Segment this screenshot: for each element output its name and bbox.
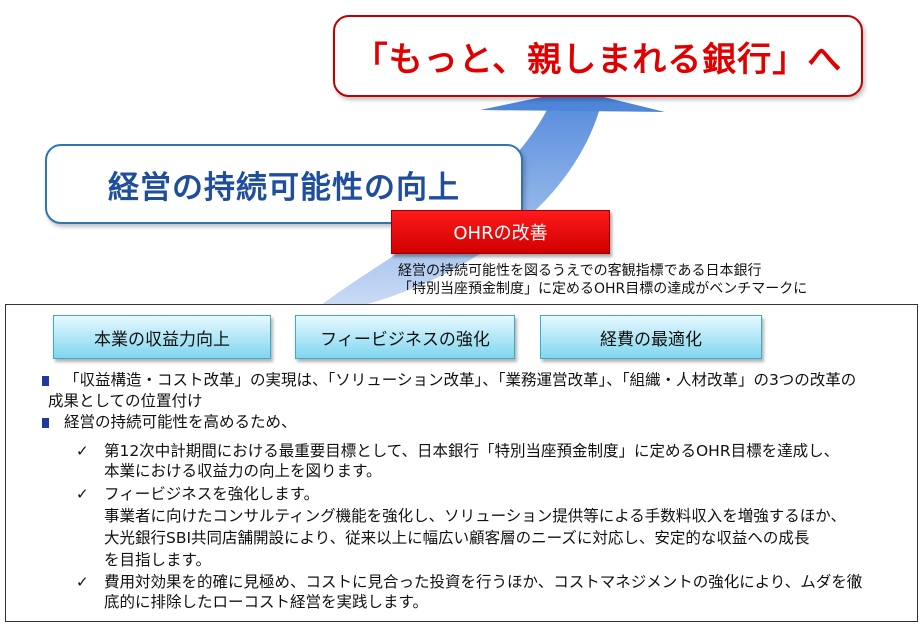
tag-fee-business: フィービジネスの強化: [295, 315, 515, 359]
growth-arrow-head: [480, 90, 665, 112]
check-item: 費用対効果を的確に見極め、コストに見合った投資を行うほか、コストマネジメントの強…: [104, 572, 914, 612]
bullet-1-line2: 成果としての位置付け: [48, 392, 203, 410]
goal-box: 「もっと、親しまれる銀行」へ: [333, 15, 863, 97]
growth-arrow-shaft: [320, 108, 600, 306]
bullet-square-icon: [42, 418, 49, 428]
check-3-line2: 底的に排除したローコスト経営を実践します。: [104, 593, 428, 611]
bullet-square-icon: [42, 376, 49, 386]
check-1-line1: 第12次中計期間における最重要目標として、日本銀行「特別当座預金制度」に定めるO…: [104, 442, 840, 460]
ohr-description: 経営の持続可能性を図るうえでの客観指標である日本銀行 「特別当座預金制度」に定め…: [398, 262, 898, 298]
tag-cost-optimization-label: 経費の最適化: [600, 329, 702, 350]
ohr-label: OHRの改善: [453, 223, 548, 244]
ohr-desc-line1: 経営の持続可能性を図るうえでの客観指標である日本銀行: [398, 263, 762, 279]
check-1-line2: 本業における収益力の向上を図ります。: [104, 462, 382, 480]
tag-core-profit-label: 本業の収益力向上: [94, 329, 230, 350]
tag-core-profit: 本業の収益力向上: [53, 315, 271, 359]
check-2-line1: フィービジネスを強化します。: [104, 485, 320, 503]
bullet-text-cont: 成果としての位置付け: [48, 391, 898, 411]
check-item: 第12次中計期間における最重要目標として、日本銀行「特別当座預金制度」に定めるO…: [104, 441, 914, 481]
bullet-1-line1: 「収益構造・コスト改革」の実現は、「ソリューション改革」、「業務運営改革」、「組…: [64, 371, 857, 389]
goal-text: 「もっと、親しまれる銀行」へ: [353, 39, 843, 80]
tag-fee-business-label: フィービジネスの強化: [320, 329, 490, 350]
check-item: フィービジネスを強化します。 事業者に向けたコンサルティング機能を強化し、ソリュ…: [104, 484, 914, 570]
bullet-text: 「収益構造・コスト改革」の実現は、「ソリューション改革」、「業務運営改革」、「組…: [64, 370, 914, 390]
check-icon: ✓: [76, 442, 89, 460]
check-2-line3: 大光銀行SBI共同店舗開設により、従来以上に幅広い顧客層のニーズに対応し、安定的…: [104, 529, 810, 547]
bullet-text: 経営の持続可能性を高めるため、: [64, 412, 914, 432]
ohr-improvement-box: OHRの改善: [391, 210, 610, 254]
check-3-line1: 費用対効果を的確に見極め、コストに見合った投資を行うほか、コストマネジメントの強…: [104, 573, 863, 591]
check-2-line4: を目指します。: [104, 551, 211, 569]
tag-cost-optimization: 経費の最適化: [540, 315, 762, 359]
sustainability-text: 経営の持続可能性の向上: [108, 169, 460, 206]
ohr-desc-line2: 「特別当座預金制度」に定めるOHR目標の達成がベンチマークに: [398, 281, 808, 297]
check-icon: ✓: [76, 573, 89, 591]
check-icon: ✓: [76, 485, 89, 503]
check-2-line2: 事業者に向けたコンサルティング機能を強化し、ソリューション提供等による手数料収入…: [104, 507, 846, 525]
bullet-2-line1: 経営の持続可能性を高めるため、: [64, 413, 297, 431]
